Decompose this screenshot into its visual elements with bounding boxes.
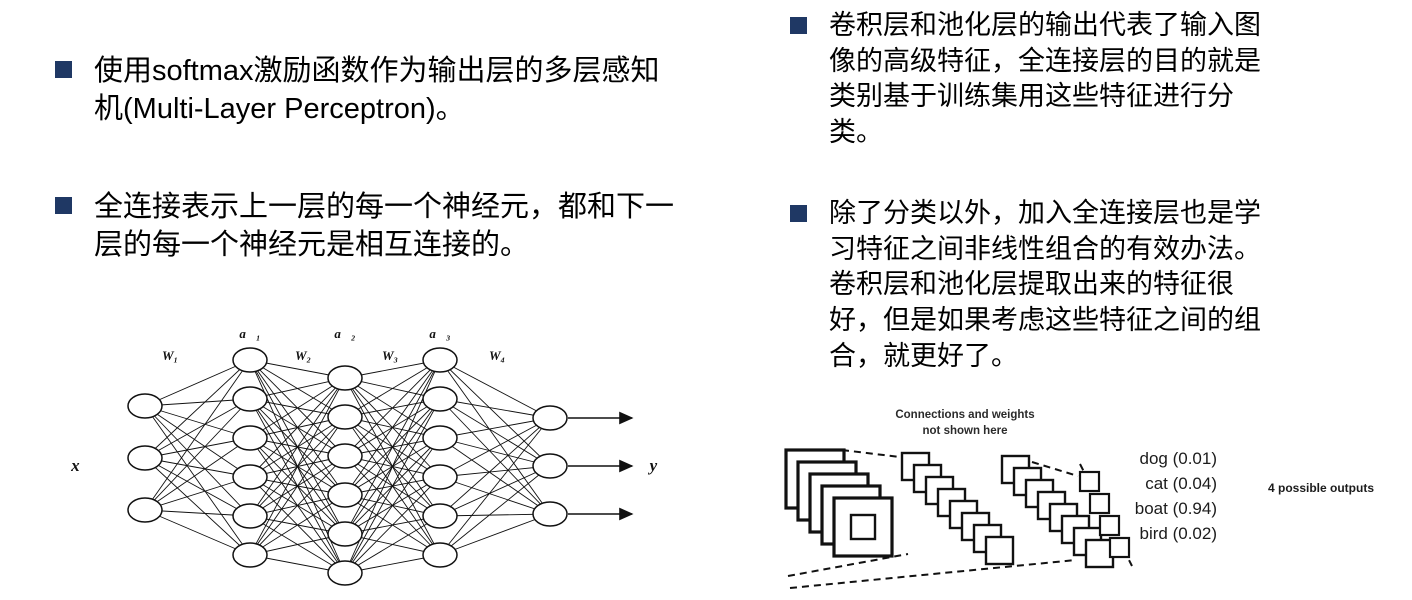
left-bullet-1: 使用softmax激励函数作为输出层的多层感知机(Multi-Layer Per… — [55, 52, 674, 129]
output-label-boat: boat (0.94) — [1135, 499, 1217, 518]
cnn-diagram: Connections and weights not shown here — [780, 398, 1412, 600]
output-label-dog: dog (0.01) — [1140, 449, 1218, 468]
right-bullet-1-text: 卷积层和池化层的输出代表了输入图像的高级特征，全连接层的目的就是类别基于训练集用… — [829, 10, 1261, 147]
fc-layer-band-1 — [900, 451, 1015, 566]
mlp-diagram: x⃗ y⃗ W₁ W₂ W₃ W₄ a⃗₁ a⃗₂ a⃗₃ — [60, 318, 685, 600]
mlp-network-figure: x⃗ y⃗ W₁ W₂ W₃ W₄ a⃗₁ a⃗₂ a⃗₃ — [70, 326, 671, 586]
mlp-output-arrows — [568, 411, 634, 521]
mlp-output-label: y⃗ — [648, 456, 671, 475]
output-label-cat: cat (0.04) — [1145, 474, 1217, 493]
fc-layer-band-2 — [1000, 454, 1115, 569]
mlp-activation-label-3: a⃗₃ — [429, 326, 450, 341]
left-bullet-2: 全连接表示上一层的每一个神经元，都和下一层的每一个神经元是相互连接的。 — [55, 188, 674, 265]
feature-map-stack — [784, 448, 894, 558]
mlp-weight-label-3: W₃ — [382, 348, 398, 363]
cnn-note-line-1: Connections and weights — [895, 409, 1034, 421]
left-bullet-1-text: 使用softmax激励函数作为输出层的多层感知机(Multi-Layer Per… — [94, 55, 660, 126]
right-bullet-2: 除了分类以外，加入全连接层也是学习特征之间非线性组合的有效办法。卷积层和池化层提… — [790, 196, 1281, 374]
mlp-weight-label-1: W₁ — [162, 348, 178, 363]
mlp-nodes — [127, 347, 568, 586]
mlp-weight-label-4: W₄ — [489, 348, 505, 363]
right-bullet-2-text: 除了分类以外，加入全连接层也是学习特征之间非线性组合的有效办法。卷积层和池化层提… — [829, 198, 1261, 371]
cnn-note-line-2: not shown here — [923, 425, 1008, 437]
output-nodes — [1078, 470, 1131, 559]
mlp-activation-label-1: a⃗₁ — [239, 326, 260, 341]
bullet-square-icon — [790, 17, 807, 34]
right-bullet-1: 卷积层和池化层的输出代表了输入图像的高级特征，全连接层的目的就是类别基于训练集用… — [790, 8, 1281, 151]
mlp-weight-label-2: W₂ — [295, 348, 311, 363]
mlp-input-label: x⃗ — [70, 456, 93, 475]
cnn-figure: Connections and weights not shown here — [784, 409, 1374, 589]
outputs-caption: 4 possible outputs — [1268, 481, 1374, 495]
dashed-connectors — [787, 449, 1133, 589]
bullet-square-icon — [55, 61, 72, 78]
mlp-activation-label-2: a⃗₂ — [334, 326, 355, 341]
bullet-square-icon — [55, 197, 72, 214]
bullet-square-icon — [790, 205, 807, 222]
output-label-bird: bird (0.02) — [1140, 524, 1217, 543]
left-bullet-2-text: 全连接表示上一层的每一个神经元，都和下一层的每一个神经元是相互连接的。 — [94, 191, 675, 262]
feature-map-inner-square — [849, 513, 877, 541]
